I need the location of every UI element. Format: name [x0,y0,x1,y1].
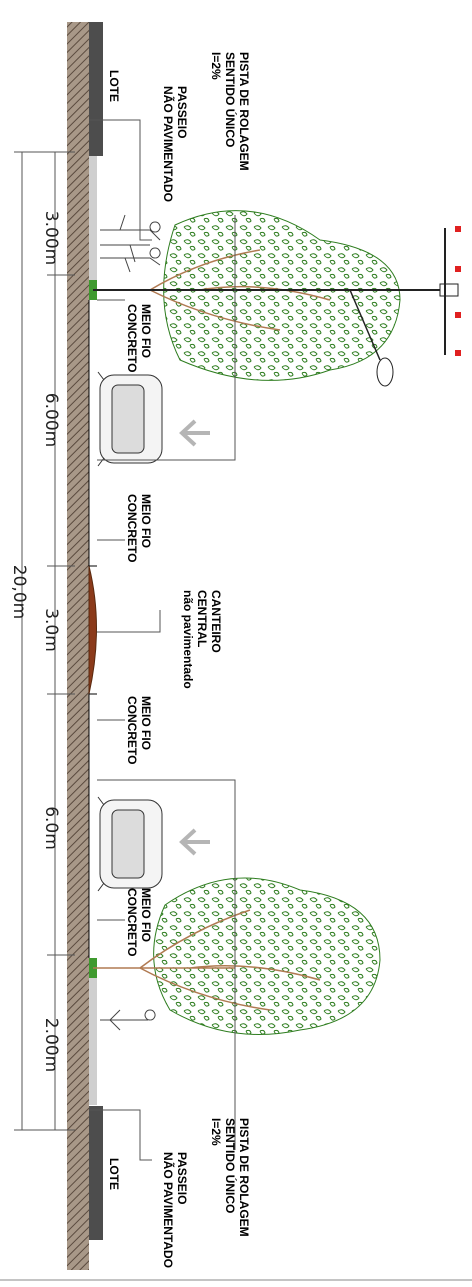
label-curb-4: MEIO FIO CONCRETO [125,888,153,956]
label-curb-3: MEIO FIO CONCRETO [125,696,153,764]
svg-text:não pavimentado: não pavimentado [181,590,195,689]
svg-text:CONCRETO: CONCRETO [125,304,139,372]
label-lane-bottom: PISTA DE ROLAGEM SENTIDO ÚNICO I=2% [209,1118,251,1237]
pedestrian-bottom [100,1009,156,1031]
car-top [97,371,163,467]
label-sidewalk-bottom: PASSEIO NÃO PAVIMENTADO [161,1152,189,1268]
label-curb-2: MEIO FIO CONCRETO [125,494,153,562]
svg-text:SENTIDO ÚNICO: SENTIDO ÚNICO [223,1118,238,1213]
svg-text:MEIO FIO: MEIO FIO [139,888,153,942]
dim-total: 20,0m [9,565,29,619]
svg-text:SENTIDO ÚNICO: SENTIDO ÚNICO [223,52,238,147]
direction-arrow-top [179,419,210,447]
svg-text:LOTE: LOTE [107,1158,121,1190]
svg-text:I=2%: I=2% [209,1118,223,1146]
svg-text:MEIO FIO: MEIO FIO [139,304,153,358]
svg-text:CANTEIRO: CANTEIRO [209,590,223,653]
tree-bottom [93,877,381,1035]
svg-text:NÃO PAVIMENTADO: NÃO PAVIMENTADO [161,1152,176,1268]
svg-text:CENTRAL: CENTRAL [195,590,209,647]
svg-text:I=2%: I=2% [209,52,223,80]
dim-lane-bottom: 6.0m [41,806,61,850]
lot-block-top [89,22,103,156]
svg-text:NÃO PAVIMENTADO: NÃO PAVIMENTADO [161,86,176,202]
direction-arrow-bottom [179,828,210,856]
svg-text:LOTE: LOTE [107,70,121,102]
dim-median: 3.0m [41,608,61,652]
svg-text:MEIO FIO: MEIO FIO [139,696,153,750]
label-median: CANTEIRO CENTRAL não pavimentado [181,590,223,689]
median-mound [88,565,97,695]
svg-text:MEIO FIO: MEIO FIO [139,494,153,548]
dim-sidewalk-top: 3.00m [41,211,61,265]
label-sidewalk-top: PASSEIO NÃO PAVIMENTADO [161,86,189,202]
dim-sidewalk-bottom: 2.00m [41,1018,61,1072]
svg-text:CONCRETO: CONCRETO [125,888,139,956]
label-lot-top: LOTE [107,70,121,102]
ground-strip [67,22,89,1270]
label-lane-top: PISTA DE ROLAGEM SENTIDO ÚNICO I=2% [209,52,251,171]
sidewalk-top [89,156,97,280]
label-curb-1: MEIO FIO CONCRETO [125,304,153,372]
light-pole [93,226,461,387]
svg-text:PISTA DE ROLAGEM: PISTA DE ROLAGEM [237,1118,251,1237]
label-lot-bottom: LOTE [107,1158,121,1190]
pedestrians-top [100,214,161,273]
car-bottom [97,796,163,892]
lot-block-bottom [89,1106,103,1240]
svg-text:PASSEIO: PASSEIO [175,1152,189,1204]
svg-text:CONCRETO: CONCRETO [125,494,139,562]
sidewalk-bottom [89,975,97,1105]
svg-text:PISTA DE ROLAGEM: PISTA DE ROLAGEM [237,52,251,171]
dim-lane-top: 6.00m [41,393,61,447]
svg-text:PASSEIO: PASSEIO [175,86,189,138]
svg-text:CONCRETO: CONCRETO [125,696,139,764]
